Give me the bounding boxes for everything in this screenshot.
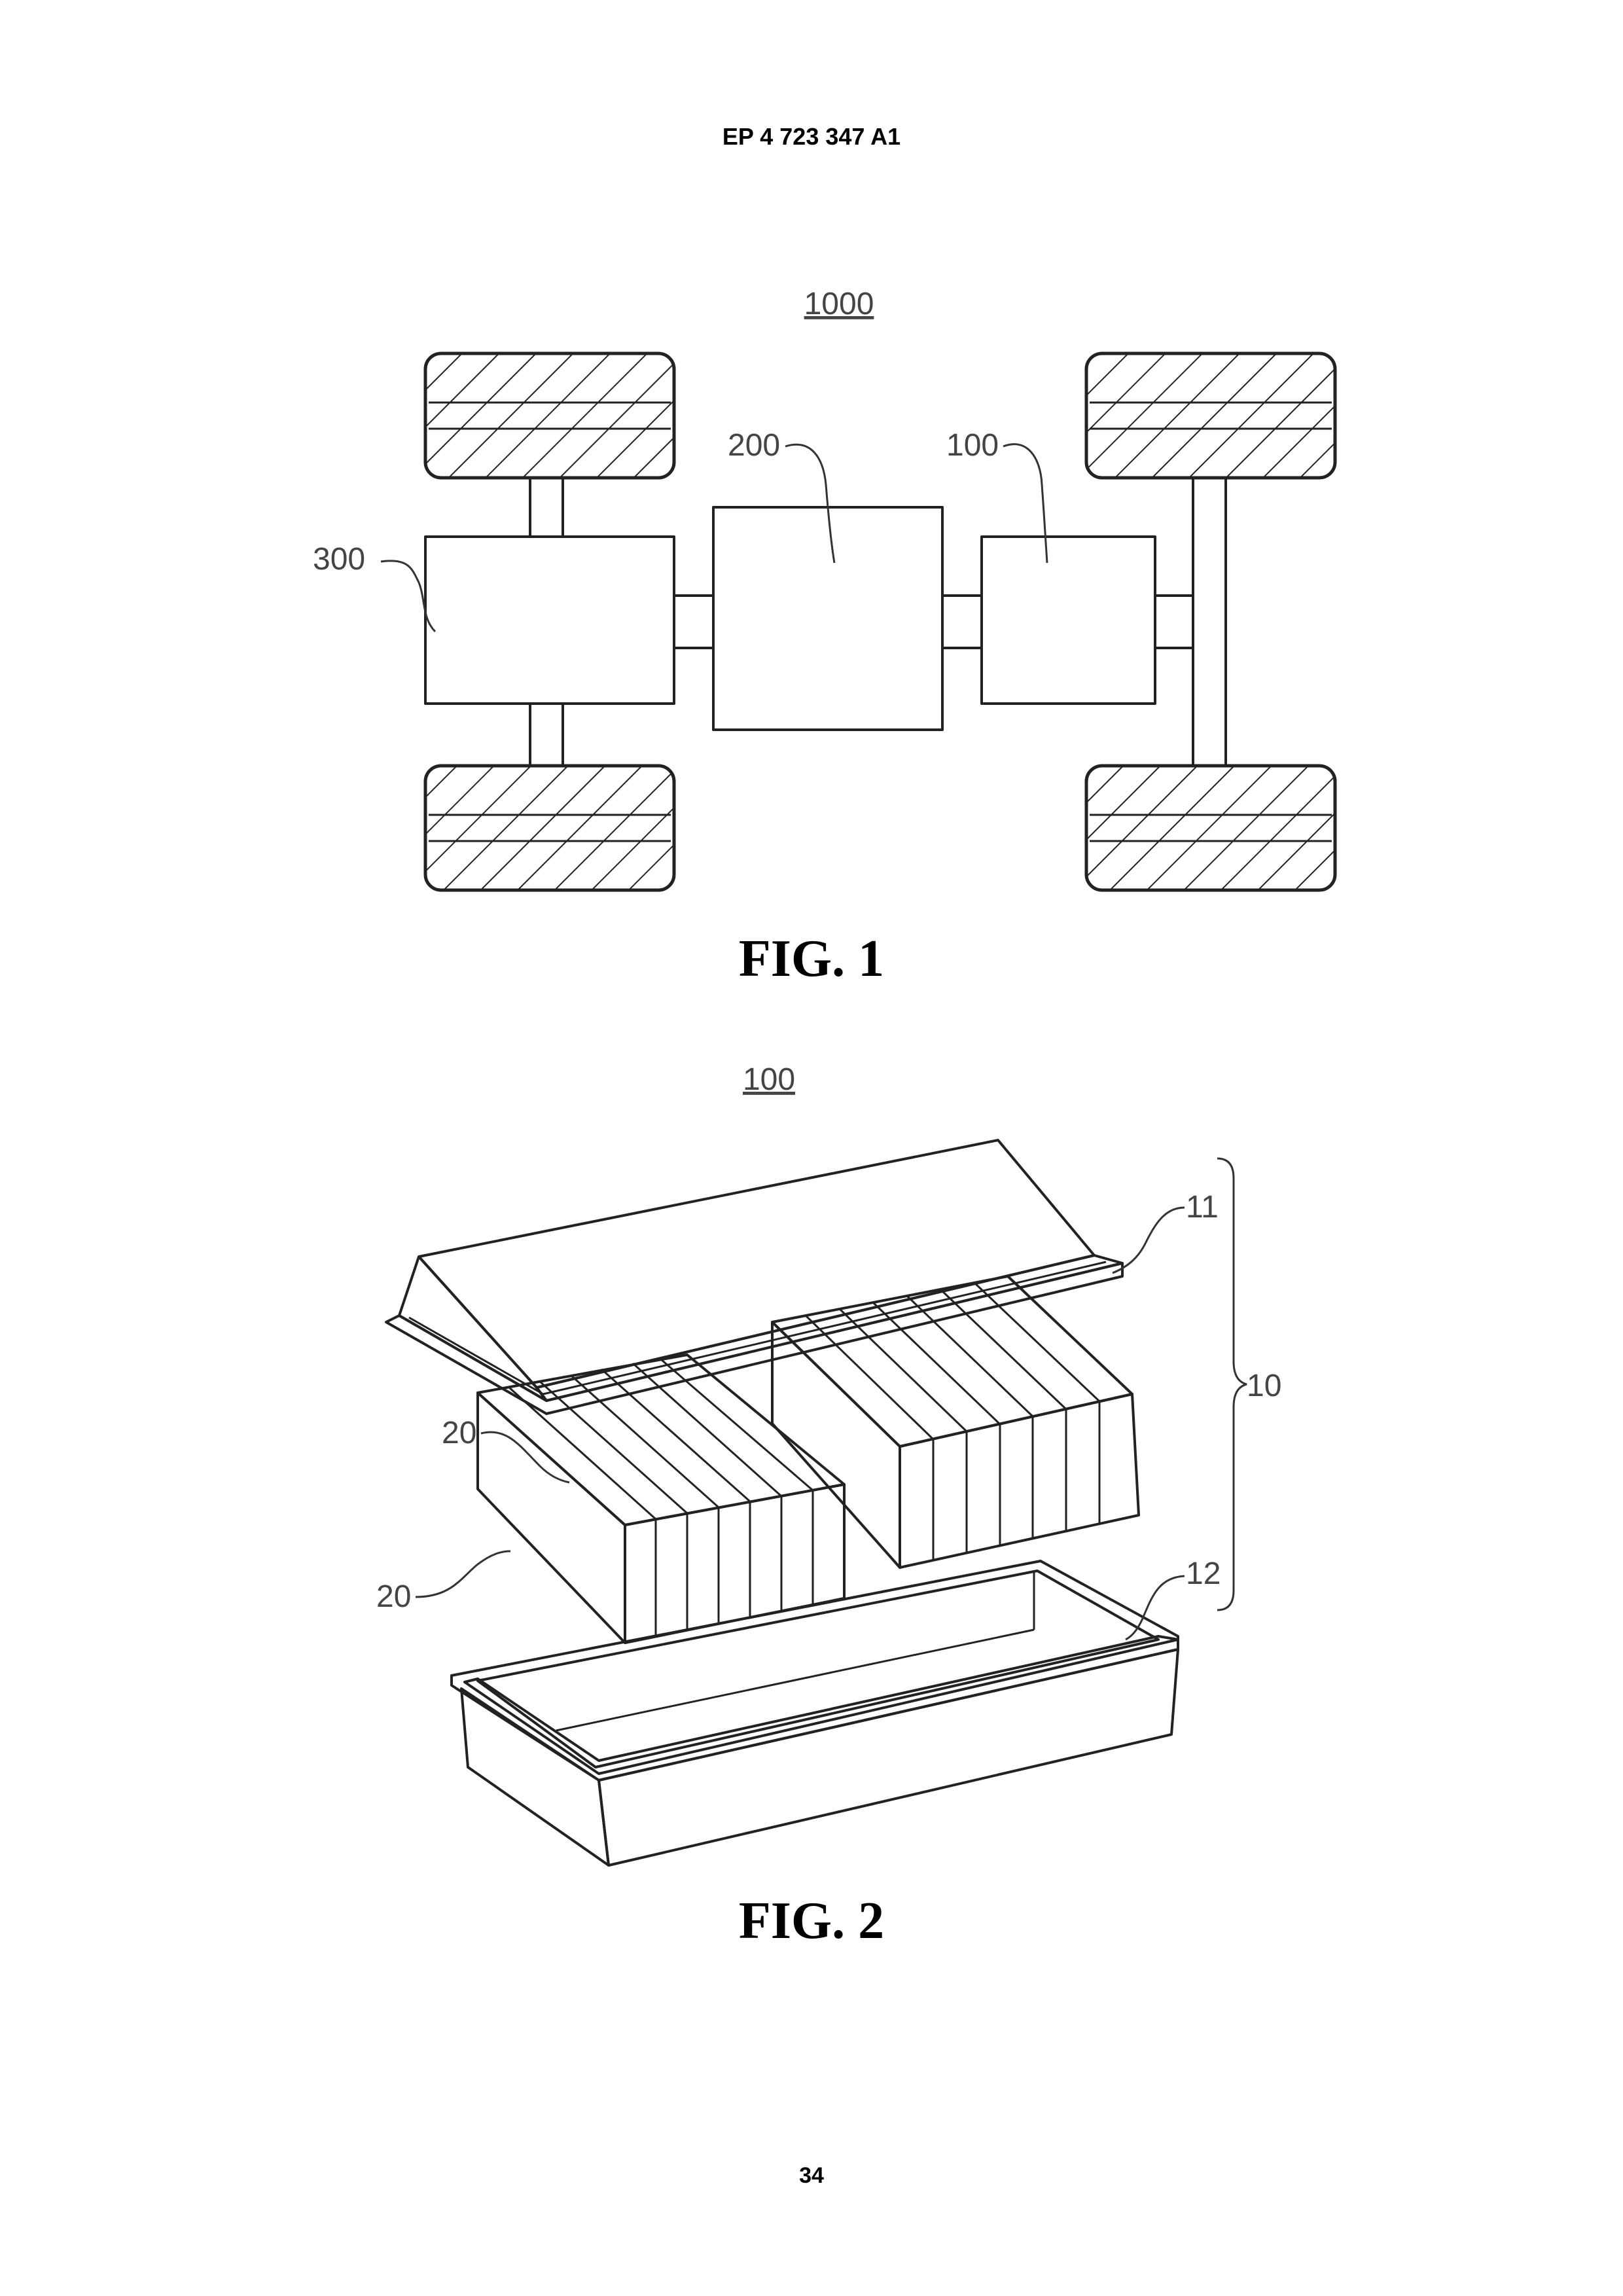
fig2-title-ref: 100 xyxy=(743,1062,795,1097)
label-200: 200 xyxy=(728,428,780,463)
fig1-caption: FIG. 1 xyxy=(0,929,1623,989)
label-300: 300 xyxy=(313,542,365,577)
upper-cover xyxy=(386,1140,1122,1414)
label-20-upper: 20 xyxy=(442,1416,476,1450)
left-axle xyxy=(530,478,563,766)
wheel-front-left xyxy=(425,353,674,478)
right-axle xyxy=(1193,478,1226,766)
wheel-rear-right xyxy=(1086,766,1335,890)
figure-2: 100 xyxy=(376,1062,1281,1865)
battery-module-left xyxy=(478,1355,844,1643)
lower-tray xyxy=(452,1561,1178,1865)
label-20-lower: 20 xyxy=(376,1579,411,1614)
battery-block xyxy=(982,537,1155,704)
brace-box xyxy=(1217,1158,1247,1610)
page-number: 34 xyxy=(0,2163,1623,2189)
figure-1: 1000 xyxy=(313,287,1335,890)
wheel-rear-left xyxy=(425,766,674,890)
label-12: 12 xyxy=(1186,1556,1221,1591)
motor-block xyxy=(425,537,674,704)
label-100: 100 xyxy=(946,428,999,463)
label-11: 11 xyxy=(1186,1190,1219,1225)
fig1-title-ref: 1000 xyxy=(804,287,874,321)
controller-block xyxy=(713,507,942,730)
drive-shafts xyxy=(674,596,1193,648)
wheel-front-right xyxy=(1086,353,1335,478)
fig2-caption: FIG. 2 xyxy=(0,1892,1623,1951)
label-10: 10 xyxy=(1247,1369,1281,1403)
